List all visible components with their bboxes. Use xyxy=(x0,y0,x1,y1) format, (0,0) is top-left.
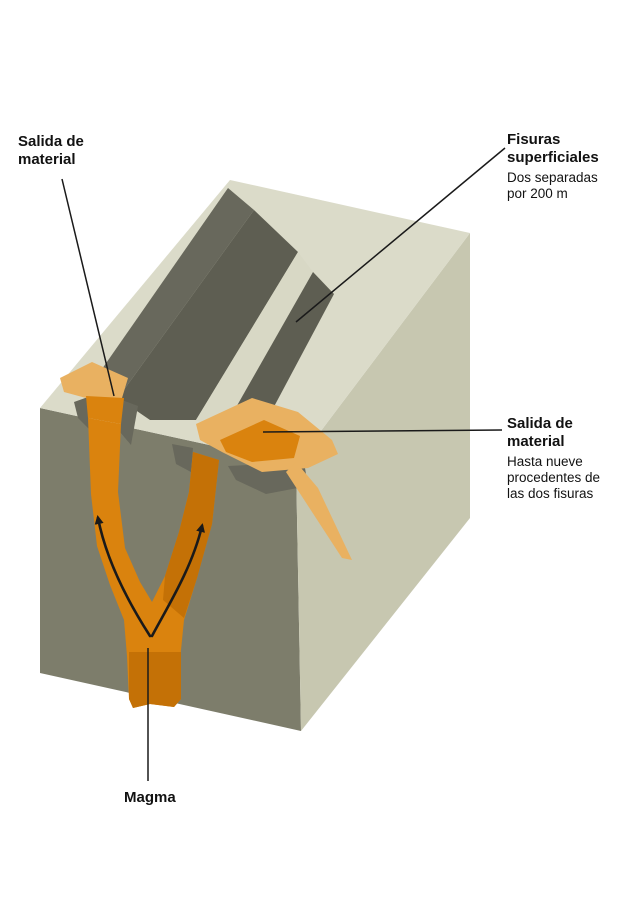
magma-conduits xyxy=(88,418,219,708)
label-surface-fissures-subtitle: Dos separadas por 200 m xyxy=(507,170,598,201)
label-material-exit-top-title: Salida de material xyxy=(18,133,84,168)
magma-stem-shade xyxy=(129,652,181,708)
label-material-exit-right: Salida de material Hasta nueve procedent… xyxy=(507,415,600,502)
block-right-face xyxy=(296,233,470,731)
leader-line-exit-top xyxy=(61,178,115,397)
fissure-1-inner-shadow xyxy=(118,210,298,420)
label-surface-fissures: Fisuras superficiales Dos separadas por … xyxy=(507,131,599,202)
surface-lava xyxy=(60,362,352,560)
lava-tongue-left xyxy=(86,396,124,424)
notch-1-right-wall xyxy=(120,400,138,445)
label-magma: Magma xyxy=(124,789,176,807)
lava-streak-right-face xyxy=(286,462,352,560)
magma-conduit-right-shade xyxy=(163,452,219,618)
label-material-exit-right-subtitle: Hasta nueve procedentes de las dos fisur… xyxy=(507,454,601,501)
notch-2-left-wall xyxy=(172,444,193,472)
leader-line-fissures xyxy=(295,147,506,323)
lava-patch-center-core xyxy=(220,420,300,462)
magma-flow-arrow-left xyxy=(94,515,152,638)
label-material-exit-top: Salida de material xyxy=(18,133,84,169)
leader-lines xyxy=(61,147,506,781)
lava-patch-left xyxy=(60,362,128,398)
label-magma-title: Magma xyxy=(124,789,176,806)
ridge-between-fissures xyxy=(196,252,313,432)
label-material-exit-right-title: Salida de material xyxy=(507,415,573,450)
leader-line-exit-right xyxy=(262,429,503,433)
label-surface-fissures-title: Fisuras superficiales xyxy=(507,131,599,166)
magma-flow-arrow-right xyxy=(150,523,205,638)
fissure-1-trench xyxy=(86,188,254,398)
notch-1-left-wall xyxy=(74,397,90,430)
